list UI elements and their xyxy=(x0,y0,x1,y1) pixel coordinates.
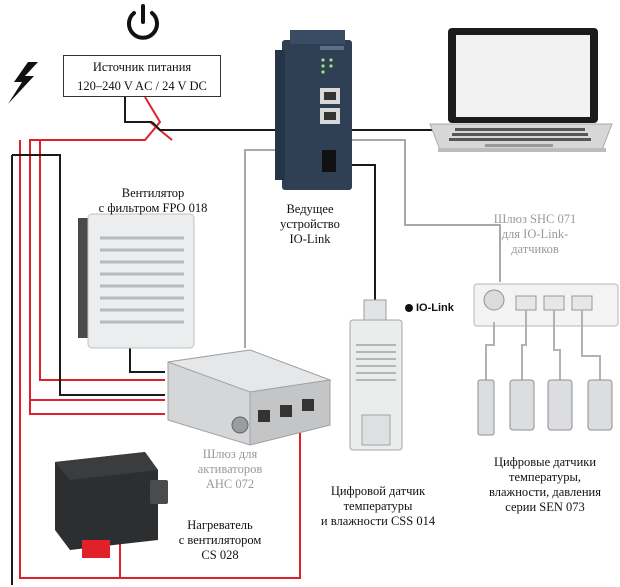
iolink-logo: IO-Link xyxy=(405,302,454,314)
laptop xyxy=(429,28,613,152)
data-lines-black xyxy=(11,97,445,585)
power-lines xyxy=(19,96,301,579)
sen-sensors-label: Цифровые датчики температуры, влажности,… xyxy=(489,455,601,514)
iolink-dot-icon xyxy=(405,304,413,312)
ahc-gateway-device xyxy=(167,349,332,446)
lightning-icon xyxy=(8,62,38,104)
sen-sensors xyxy=(477,379,613,436)
iolink-master-device xyxy=(275,30,352,190)
heater-label: Нагреватель с вентилятором CS 028 xyxy=(178,518,262,562)
shc-gateway-label: Шлюз SHC 071 для IO-Link- датчиков xyxy=(493,212,577,256)
ahc-gateway-label: Шлюз для активаторов AHC 072 xyxy=(197,447,263,491)
master-label: Ведущее устройство IO-Link xyxy=(280,202,340,246)
css-sensor-label: Цифровой датчик температуры и влажности … xyxy=(320,484,436,528)
power-icon xyxy=(127,4,159,40)
sen-sensor-cables xyxy=(485,310,601,380)
data-lines-grey xyxy=(244,139,501,348)
shc-gateway-device xyxy=(473,283,619,327)
css-sensor-device xyxy=(349,299,403,451)
fan-label: Вентилятор с фильтром FPO 018 xyxy=(98,186,208,215)
fan-filter-unit xyxy=(78,213,195,349)
power-supply-line1: Источник питания xyxy=(92,60,192,74)
power-supply-line2: 120–240 V AC / 24 V DC xyxy=(77,79,207,93)
heater-device xyxy=(55,452,168,558)
power-supply-box: Источник питания 120–240 V AC / 24 V DC xyxy=(63,55,221,97)
